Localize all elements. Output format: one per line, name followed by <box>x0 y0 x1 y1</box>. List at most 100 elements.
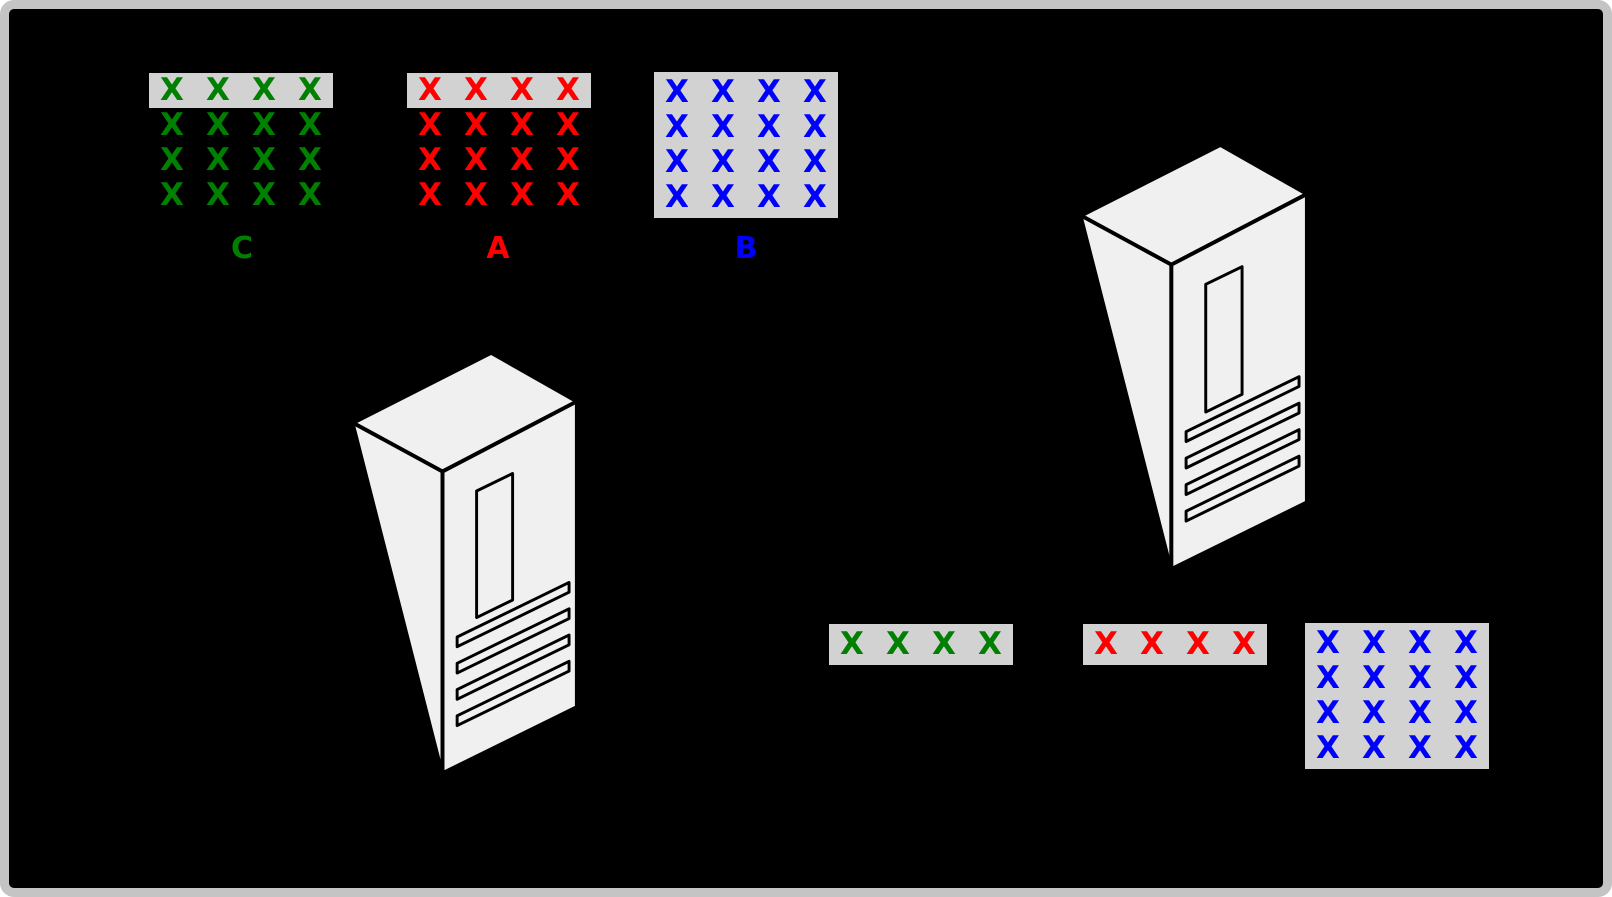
x-mark: X <box>252 177 276 213</box>
x-mark: X <box>252 72 276 108</box>
x-mark: X <box>298 72 322 108</box>
x-mark: X <box>252 142 276 178</box>
x-mark: X <box>418 142 442 178</box>
x-mark: X <box>298 107 322 143</box>
x-mark: X <box>1454 660 1478 696</box>
x-mark: X <box>556 107 580 143</box>
x-mark: X <box>978 626 1002 662</box>
x-mark: X <box>1316 730 1340 766</box>
x-mark: X <box>556 177 580 213</box>
x-mark: X <box>464 142 488 178</box>
x-mark: X <box>556 72 580 108</box>
x-mark: X <box>510 142 534 178</box>
x-mark: X <box>510 107 534 143</box>
x-mark: X <box>160 142 184 178</box>
x-mark: X <box>1454 695 1478 731</box>
x-mark: X <box>665 179 689 215</box>
x-mark: X <box>252 107 276 143</box>
x-mark: X <box>206 107 230 143</box>
x-mark: X <box>1454 730 1478 766</box>
x-mark: X <box>206 142 230 178</box>
x-mark: X <box>803 74 827 110</box>
matrix-A-label: A <box>486 231 510 266</box>
x-mark: X <box>1454 625 1478 661</box>
x-mark: X <box>711 144 735 180</box>
x-mark: X <box>1316 660 1340 696</box>
x-mark: X <box>298 142 322 178</box>
x-mark: X <box>418 177 442 213</box>
x-mark: X <box>1362 660 1386 696</box>
server-tower-icon-left <box>345 345 579 783</box>
x-mark: X <box>510 177 534 213</box>
x-mark: X <box>1408 625 1432 661</box>
x-mark: X <box>711 74 735 110</box>
x-mark: X <box>1186 626 1210 662</box>
x-mark: X <box>1232 626 1256 662</box>
x-mark: X <box>1408 730 1432 766</box>
x-mark: X <box>1094 626 1118 662</box>
x-mark: X <box>803 109 827 145</box>
x-mark: X <box>803 179 827 215</box>
x-mark: X <box>757 179 781 215</box>
x-mark: X <box>1362 625 1386 661</box>
x-mark: X <box>711 109 735 145</box>
x-mark: X <box>464 107 488 143</box>
x-mark: X <box>418 72 442 108</box>
x-mark: X <box>886 626 910 662</box>
matrix-C-label: C <box>230 231 254 266</box>
x-mark: X <box>160 72 184 108</box>
x-mark: X <box>464 72 488 108</box>
x-mark: X <box>510 72 534 108</box>
x-mark: X <box>1140 626 1164 662</box>
x-mark: X <box>932 626 956 662</box>
server-tower-icon-right <box>1073 137 1309 579</box>
x-mark: X <box>665 109 689 145</box>
x-mark: X <box>206 177 230 213</box>
x-mark: X <box>757 144 781 180</box>
x-mark: X <box>464 177 488 213</box>
x-mark: X <box>1316 625 1340 661</box>
x-mark: X <box>665 74 689 110</box>
x-mark: X <box>1362 695 1386 731</box>
x-mark: X <box>1362 730 1386 766</box>
x-mark: X <box>206 72 230 108</box>
x-mark: X <box>803 144 827 180</box>
x-mark: X <box>160 177 184 213</box>
x-mark: X <box>840 626 864 662</box>
x-mark: X <box>298 177 322 213</box>
x-mark: X <box>160 107 184 143</box>
x-mark: X <box>1316 695 1340 731</box>
x-mark: X <box>556 142 580 178</box>
matrix-B-label: B <box>734 231 758 266</box>
x-mark: X <box>757 109 781 145</box>
x-mark: X <box>711 179 735 215</box>
x-mark: X <box>1408 660 1432 696</box>
x-mark: X <box>665 144 689 180</box>
